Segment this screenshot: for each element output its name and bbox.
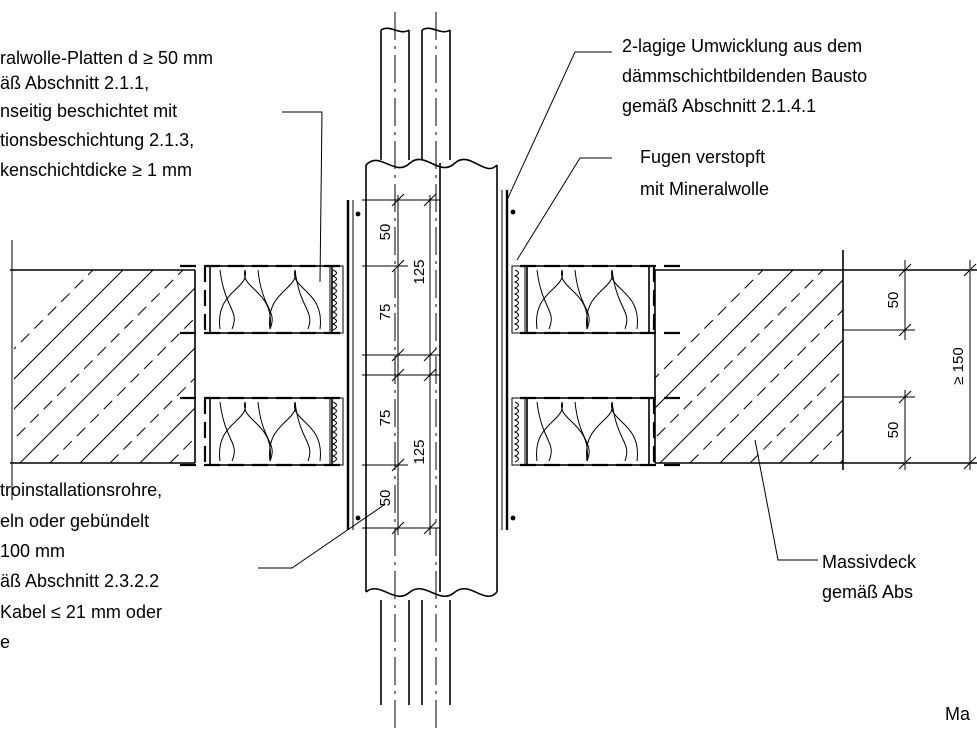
label-line: Massivdeck bbox=[822, 552, 917, 572]
label-joints: Fugen verstopft mit Mineralwolle bbox=[640, 147, 769, 199]
label-line: Fugen verstopft bbox=[640, 147, 765, 167]
dim-upper-75: 75 bbox=[377, 304, 394, 321]
label-slab: Massivdeck gemäß Abs bbox=[822, 552, 917, 602]
intumescent-wrapping bbox=[346, 190, 516, 530]
label-line: Kabel ≤ 21 mm oder bbox=[0, 602, 162, 622]
label-line: nseitig beschichtet mit bbox=[0, 101, 177, 121]
dim-upper-125: 125 bbox=[411, 259, 428, 284]
label-line: tionsbeschichtung 2.1.3, bbox=[0, 130, 194, 150]
dim-right-top-50: 50 bbox=[885, 292, 902, 309]
label-line: 2-lagige Umwicklung aus dem bbox=[622, 36, 862, 56]
joint-filling bbox=[329, 265, 526, 466]
label-line: troinstallationsrohre, bbox=[0, 480, 162, 500]
dim-lower-50: 50 bbox=[377, 490, 394, 507]
mineral-wool-boards-left bbox=[180, 264, 340, 467]
label-line: 100 mm bbox=[0, 541, 65, 561]
label-line: gemäß Abschnitt 2.1.4.1 bbox=[622, 96, 816, 116]
dimension-lines-center bbox=[362, 193, 440, 535]
label-corner: Ma bbox=[945, 704, 971, 724]
dim-right-bottom-50: 50 bbox=[885, 422, 902, 439]
electrical-conduits bbox=[365, 12, 498, 729]
label-mineral-wool: ralwolle-Platten d ≥ 50 mm äß Abschnitt … bbox=[0, 48, 213, 180]
dimension-lines-right bbox=[843, 260, 977, 470]
dim-upper-50: 50 bbox=[377, 224, 394, 241]
dim-right-total: ≥ 150 bbox=[950, 347, 967, 384]
label-line: kenschichtdicke ≥ 1 mm bbox=[0, 160, 192, 180]
left-slab bbox=[10, 240, 196, 500]
label-line: gemäß Abs bbox=[822, 582, 913, 602]
leader-lines bbox=[258, 51, 818, 569]
label-line: ralwolle-Platten d ≥ 50 mm bbox=[0, 48, 213, 68]
label-line: äß Abschnitt 2.1.1, bbox=[0, 73, 149, 93]
label-line: äß Abschnitt 2.3.2.2 bbox=[0, 571, 159, 591]
label-line: dämmschichtbildenden Bausto bbox=[622, 66, 867, 86]
dim-lower-125: 125 bbox=[411, 439, 428, 464]
dim-lower-75: 75 bbox=[377, 410, 394, 427]
right-slab bbox=[654, 250, 977, 470]
mineral-wool-boards-right bbox=[520, 264, 680, 467]
label-line: mit Mineralwolle bbox=[640, 179, 769, 199]
label-pipes: troinstallationsrohre, eln oder gebündel… bbox=[0, 480, 162, 652]
label-line: e bbox=[0, 632, 10, 652]
label-line: eln oder gebündelt bbox=[0, 511, 149, 531]
label-wrapping: 2-lagige Umwicklung aus dem dämmschichtb… bbox=[622, 36, 867, 116]
